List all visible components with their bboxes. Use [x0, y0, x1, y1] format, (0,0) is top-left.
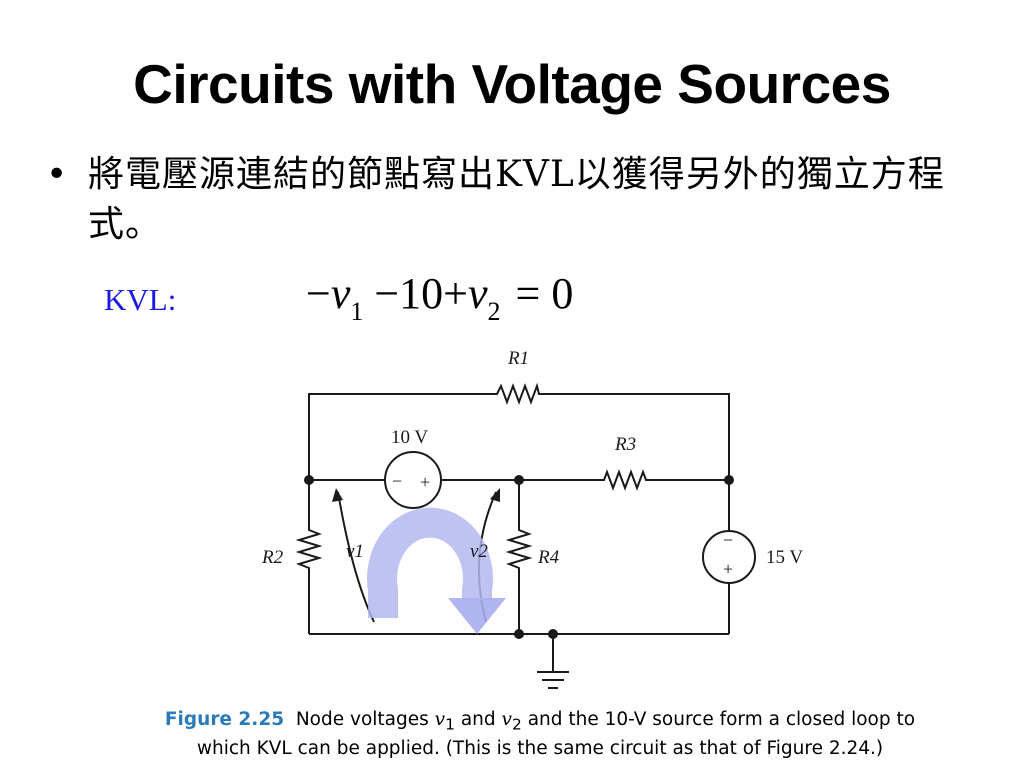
node-dot — [548, 629, 558, 639]
source-15v-icon — [702, 530, 756, 584]
v2-arrow-icon — [490, 488, 500, 502]
caption-v1: v — [434, 709, 446, 730]
r1-label: R1 — [507, 348, 529, 369]
r2-resistor — [295, 480, 323, 634]
node-dots — [304, 475, 734, 639]
kvl-loop-arrow-icon — [367, 507, 506, 634]
source-10v-label: 10 V — [391, 427, 428, 448]
circuit-wires — [295, 382, 756, 689]
eq-v2-sub: 2 — [487, 297, 501, 326]
r3-resistor — [519, 469, 729, 491]
node-dot — [514, 629, 524, 639]
figure-number: Figure 2.25 — [164, 709, 285, 730]
caption-v2: v — [501, 709, 512, 730]
v1-label: v1 — [346, 541, 364, 562]
v2-label: v2 — [470, 541, 488, 562]
kvl-equation: −v1 −10+v2 = 0 — [306, 268, 577, 326]
eq-v2: v — [468, 269, 488, 318]
eq-minus: − — [306, 269, 331, 318]
v1-arrow-icon — [332, 488, 343, 502]
bullet-text: 將電壓源連結的節點寫出KVL以獲得另外的獨立方程式。 — [88, 154, 945, 245]
r4-resistor — [505, 480, 533, 634]
bullet-dot-icon: • — [46, 154, 68, 195]
caption-line-2: which KVL can be applied. (This is the s… — [196, 737, 884, 759]
r4-label: R4 — [537, 547, 560, 568]
r1-resistor — [308, 382, 730, 480]
source-10v-minus: − — [392, 471, 402, 491]
source-15v-label: 15 V — [766, 547, 803, 568]
r2-label: R2 — [261, 547, 284, 568]
source-15v-minus: − — [723, 530, 733, 550]
source-15v-plus: + — [723, 559, 733, 579]
ground-icon — [537, 671, 569, 689]
eq-middle: −10+ — [374, 269, 468, 318]
caption-v1-sub: 1 — [445, 715, 455, 734]
node-dot — [724, 475, 734, 485]
r3-label: R3 — [614, 434, 636, 455]
kvl-label: KVL: — [104, 282, 177, 317]
source-10v-icon — [384, 451, 442, 509]
node-dot — [304, 475, 314, 485]
node-dot — [514, 475, 524, 485]
arc-arrowheads — [332, 488, 500, 502]
eq-rhs: = 0 — [515, 269, 574, 318]
caption-v2-sub: 2 — [511, 715, 522, 734]
figure-caption: Figure 2.25 Node voltages v1 and v2 and … — [120, 708, 960, 761]
slide-title: Circuits with Voltage Sources — [133, 53, 891, 115]
caption-text-a: Node voltages — [295, 709, 429, 730]
source-10v-plus: + — [420, 472, 430, 492]
caption-and: and — [460, 709, 496, 730]
eq-v1: v — [330, 269, 351, 318]
caption-text-b: and the 10-V source form a closed loop t… — [527, 709, 916, 730]
eq-v1-sub: 1 — [350, 297, 364, 326]
caption-line-1: Figure 2.25 Node voltages v1 and v2 and … — [120, 708, 960, 737]
